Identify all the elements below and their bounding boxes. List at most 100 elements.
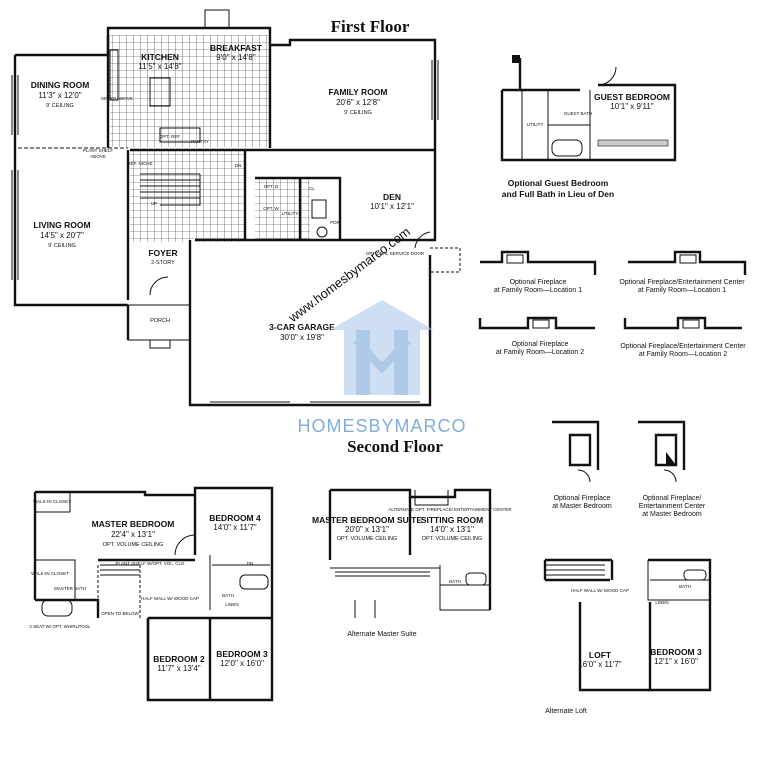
svg-text:Optional Fireplace: Optional Fireplace <box>512 341 569 348</box>
plant-shelf-2-label: PLANT SHELF W/OPT. VOL. CLG <box>116 561 185 566</box>
bedroom2-label: BEDROOM 2 <box>153 654 205 664</box>
stairs-first-floor <box>140 173 201 206</box>
svg-text:at Family Room—Location 2: at Family Room—Location 2 <box>639 351 727 358</box>
stairs-down-label: DN <box>235 163 242 168</box>
kitchen-label: KITCHEN <box>141 52 179 62</box>
sitting-room-label: SITTING ROOM <box>421 515 483 525</box>
sitting-room-ceiling: OPT. VOLUME CEILING <box>422 536 483 542</box>
alt-master-caption: Alternate Master Suite <box>347 631 416 638</box>
alt-suite-ceiling: OPT. VOLUME CEILING <box>337 536 398 542</box>
house-logo-icon <box>330 300 434 395</box>
kitchen-dims: 11'5" x 14'8" <box>138 62 181 71</box>
bedroom4-label: BEDROOM 4 <box>209 513 261 523</box>
master-bedroom-dims: 22'4" x 13'1" <box>111 530 155 539</box>
walk-in-closet-2-label: WALK-IN CLOSET <box>31 571 69 576</box>
foyer-label: FOYER <box>148 248 177 258</box>
loft-linen-label: LINEN <box>655 600 668 605</box>
guest-bedroom-option: GUEST BEDROOM 10'1" x 9'11" UTILITY GUES… <box>500 55 677 199</box>
fireplace-option-1: Optional Fireplace at Family Room—Locati… <box>480 250 597 294</box>
alt-suite-dims: 20'0" x 13'1" <box>345 525 389 534</box>
loft-bedroom3-dims: 12'1" x 16'0" <box>654 657 698 666</box>
opt-service-door-label: OPTIONAL SERVICE DOOR <box>366 251 425 256</box>
master-fireplace-option-1: Optional Fireplace at Master Bedroom <box>552 420 612 510</box>
svg-text:at Family Room—Location 1: at Family Room—Location 1 <box>494 287 582 294</box>
guest-bath-label: GUEST BATH <box>564 111 592 116</box>
family-room-ceiling: 9' CEILING <box>344 110 372 116</box>
foyer-sub: 2-STORY <box>151 260 175 266</box>
bedroom3-label: BEDROOM 3 <box>216 649 268 659</box>
linen-label: LINEN <box>225 602 238 607</box>
fireplace-option-2: Optional Fireplace/Entertainment Center … <box>619 250 747 294</box>
svg-text:Optional Fireplace: Optional Fireplace <box>510 279 567 286</box>
plant-shelf-label: PLANT SHELF <box>83 148 113 153</box>
chimney <box>204 9 230 29</box>
alt-suite-label: MASTER BEDROOM SUITE <box>312 515 422 525</box>
watermark-brand: HOMESBYMARCO <box>297 416 466 436</box>
svg-text:at Family Room—Location 1: at Family Room—Location 1 <box>638 287 726 294</box>
half-wall-label: HALF WALL W/ WOOD CAP <box>141 596 199 601</box>
stairs-up-label: UP <box>151 201 157 206</box>
fireplace-options: Optional Fireplace at Family Room—Locati… <box>478 250 747 358</box>
foyer-tile-floor <box>130 150 245 242</box>
pantry-label: PANTRY <box>191 139 209 144</box>
guest-option-caption-1: Optional Guest Bedroom <box>508 178 609 188</box>
closet-label: CL <box>309 186 315 191</box>
living-room-ceiling: 9' CEILING <box>48 243 76 249</box>
fireplace-option-4: Optional Fireplace/Entertainment Center … <box>620 316 746 358</box>
guest-option-caption-2: and Full Bath in Lieu of Den <box>502 189 614 199</box>
svg-text:Entertainment Center: Entertainment Center <box>639 503 706 510</box>
walk-in-closet-label: WALK-IN CLOSET <box>33 499 71 504</box>
svg-text:Optional Fireplace/Entertainme: Optional Fireplace/Entertainment Center <box>619 279 745 286</box>
loft-bedroom3-label: BEDROOM 3 <box>650 647 702 657</box>
master-bath-label: MASTER BATH <box>54 586 86 591</box>
dining-room-dims: 11'3" x 12'0" <box>38 91 81 100</box>
open-to-below-label: OPEN TO BELOW <box>101 611 139 616</box>
bedroom4-dims: 14'0" x 11'7" <box>213 523 256 532</box>
svg-text:at Family Room—Location 2: at Family Room—Location 2 <box>496 349 584 356</box>
bath-2-label: BATH <box>222 593 234 598</box>
opt-dryer-label: OPT. D <box>264 184 279 189</box>
kitchen-island <box>149 77 171 107</box>
garage-dims: 30'0" x 19'8" <box>280 333 324 342</box>
breakfast-label: BREAKFAST <box>210 43 263 53</box>
garage-label: 3-CAR GARAGE <box>269 322 335 332</box>
porch-label: PORCH <box>150 318 170 324</box>
master-bedroom-label: MASTER BEDROOM <box>92 519 175 529</box>
second-floor-title: Second Floor <box>347 437 443 456</box>
svg-text:Optional Fireplace: Optional Fireplace <box>554 495 611 502</box>
guest-bedroom-dims: 10'1" x 9'11" <box>610 102 653 111</box>
den-dims: 10'1" x 12'1" <box>370 202 414 211</box>
breakfast-dims: 9'0" x 14'8" <box>216 53 256 62</box>
second-floor-plan: MASTER BEDROOM 22'4" x 13'1" OPT. VOLUME… <box>29 486 274 702</box>
alternate-master-suite: MASTER BEDROOM SUITE 20'0" x 13'1" OPT. … <box>312 488 512 638</box>
master-fireplace-option-2: Optional Fireplace/ Entertainment Center… <box>638 420 706 518</box>
master-bedroom-ceiling: OPT. VOLUME CEILING <box>103 542 164 548</box>
sitting-room-dims: 14'0" x 13'1" <box>430 525 474 534</box>
loft-bath-label: BATH <box>679 584 691 589</box>
pantry-cabinet <box>159 127 201 143</box>
loft-half-wall-label: HALF WALL W/ WOOD CAP <box>571 588 629 593</box>
bedroom3-dims: 12'0" x 16'0" <box>220 659 264 668</box>
living-room-label: LIVING ROOM <box>33 220 90 230</box>
svg-text:at Master Bedroom: at Master Bedroom <box>642 511 702 518</box>
family-room-label: FAMILY ROOM <box>328 87 387 97</box>
ref-niche-label: REF. NICHE <box>127 161 152 166</box>
guest-bedroom-label: GUEST BEDROOM <box>594 92 670 102</box>
alt-bath-label: BATH <box>449 579 461 584</box>
first-floor-title: First Floor <box>331 17 410 36</box>
powder-room-label: PDR <box>330 220 340 225</box>
alternate-loft: LOFT 16'0" x 11'7" BEDROOM 3 12'1" x 16'… <box>543 558 712 715</box>
micro-above-label: MICRO ABOVE <box>101 96 133 101</box>
bedroom2-dims: 11'7" x 13'4" <box>157 664 200 673</box>
svg-text:Optional Fireplace/Entertainme: Optional Fireplace/Entertainment Center <box>620 343 746 350</box>
master-fireplace-options: Optional Fireplace at Master Bedroom Opt… <box>552 420 706 518</box>
utility-label: UTILITY <box>282 211 299 216</box>
den-label: DEN <box>383 192 401 202</box>
svg-text:Optional Fireplace/: Optional Fireplace/ <box>643 495 702 502</box>
guest-utility-label: UTILITY <box>527 122 544 127</box>
whirlpool-label: 2 SEAT W/ OPT. WHIRLPOOL <box>29 624 91 629</box>
plant-shelf-above-label: ABOVE <box>90 154 106 159</box>
family-room-dims: 20'6" x 12'8" <box>336 98 380 107</box>
alt-loft-caption: Alternate Loft <box>545 708 587 715</box>
